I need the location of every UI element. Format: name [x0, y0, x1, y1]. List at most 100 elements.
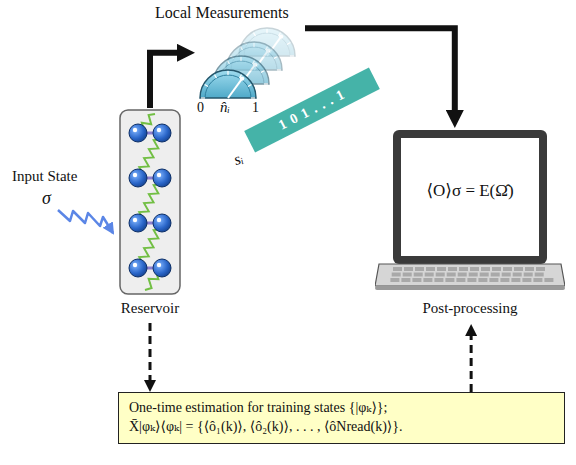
- key: [513, 273, 522, 277]
- needle-tip: [279, 34, 283, 38]
- meter-tick: [248, 85, 251, 87]
- dashed-arrow: [470, 330, 473, 392]
- laptop-edge: [375, 286, 565, 290]
- site-dot: [153, 124, 171, 142]
- reservoir-box: Reservoir: [115, 108, 185, 323]
- node-label: Post-processing: [375, 300, 565, 317]
- site-dot: [129, 259, 147, 277]
- meter-tick: [215, 75, 217, 78]
- needle-tip: [253, 62, 257, 66]
- needle-tip: [266, 48, 270, 52]
- key: [436, 273, 445, 277]
- key: [445, 278, 454, 282]
- key: [514, 267, 523, 271]
- site-dot: [129, 214, 147, 232]
- input-wave-arrow: [58, 210, 113, 233]
- key: [456, 278, 465, 282]
- key: [480, 273, 489, 277]
- meter-tick: [290, 55, 294, 56]
- node-label: Reservoir: [115, 300, 185, 317]
- key: [459, 267, 468, 271]
- key: [502, 273, 511, 277]
- meter-scale: [205, 75, 251, 98]
- key: [524, 273, 533, 277]
- meter-tick: [266, 29, 267, 33]
- site-highlight: [133, 173, 137, 177]
- needle-tip: [240, 76, 244, 80]
- key: [503, 267, 512, 271]
- key: [533, 278, 542, 282]
- site-highlight: [157, 218, 161, 222]
- key: [481, 267, 490, 271]
- note-line: X̄|φₖ⟩⟨φₖ| = {⟨ô₁(k)⟩, ⟨ô₂(k)⟩, . . . , …: [129, 418, 554, 437]
- key: [423, 278, 432, 282]
- key: [470, 267, 479, 271]
- meter-tick: [261, 71, 264, 73]
- key: [412, 278, 421, 282]
- scale-number: 1: [252, 100, 259, 116]
- input-label: Input State: [12, 168, 77, 185]
- meter-tick: [241, 47, 243, 50]
- key: [491, 273, 500, 277]
- key: [492, 267, 501, 271]
- key: [392, 273, 401, 277]
- screen: [401, 138, 539, 256]
- key: [535, 273, 544, 277]
- key: [511, 278, 520, 282]
- flow-arrow: [150, 53, 187, 108]
- meter-tick: [287, 43, 290, 45]
- key: [415, 267, 424, 271]
- key: [536, 267, 545, 271]
- key: [522, 278, 531, 282]
- site-highlight: [157, 263, 161, 267]
- site-highlight: [157, 173, 161, 177]
- laptop-base: [375, 264, 565, 286]
- meter-tick: [254, 33, 256, 36]
- site-dot: [153, 259, 171, 277]
- meter-tick: [253, 43, 254, 47]
- key: [401, 278, 410, 282]
- meter-tick: [228, 61, 230, 64]
- meter-stack: [195, 20, 305, 102]
- site-dot: [153, 214, 171, 232]
- key: [425, 273, 434, 277]
- key: [478, 278, 487, 282]
- meter-needle: [228, 79, 242, 98]
- key: [544, 278, 553, 282]
- site-highlight: [157, 128, 161, 132]
- key: [437, 267, 446, 271]
- operator-label: n̂ᵢ: [220, 99, 230, 116]
- reservoir-outline: [120, 110, 180, 294]
- dashed-arrow: [149, 323, 152, 386]
- meter-tick: [205, 85, 208, 87]
- note-line: One-time estimation for training states …: [129, 399, 554, 418]
- screen-bezel: [393, 130, 547, 264]
- key: [403, 273, 412, 277]
- meter-tick: [201, 97, 205, 98]
- heading: Local Measurements: [155, 4, 289, 22]
- key: [448, 267, 457, 271]
- site-highlight: [133, 263, 137, 267]
- key: [467, 278, 476, 282]
- site-highlight: [133, 128, 137, 132]
- laptop: ⟨O⟩σ = E(Ω̂) Post-processing: [375, 128, 565, 324]
- meter-tick: [251, 97, 255, 98]
- key: [414, 273, 423, 277]
- key: [393, 267, 402, 271]
- key: [390, 278, 399, 282]
- key: [447, 273, 456, 277]
- site-dot: [129, 169, 147, 187]
- meter-tick: [277, 69, 281, 70]
- outcome-symbol: sᵢ: [231, 149, 246, 169]
- key: [500, 278, 509, 282]
- key: [525, 267, 534, 271]
- key: [469, 273, 478, 277]
- note-box: One-time estimation for training states …: [118, 392, 565, 444]
- site-dot: [153, 169, 171, 187]
- screen-formula: ⟨O⟩σ = E(Ω̂): [401, 180, 539, 201]
- meter-dial: [200, 70, 256, 98]
- meter-tick: [274, 57, 277, 59]
- measurement-meters: Local Measurements: [195, 20, 305, 102]
- key: [426, 267, 435, 271]
